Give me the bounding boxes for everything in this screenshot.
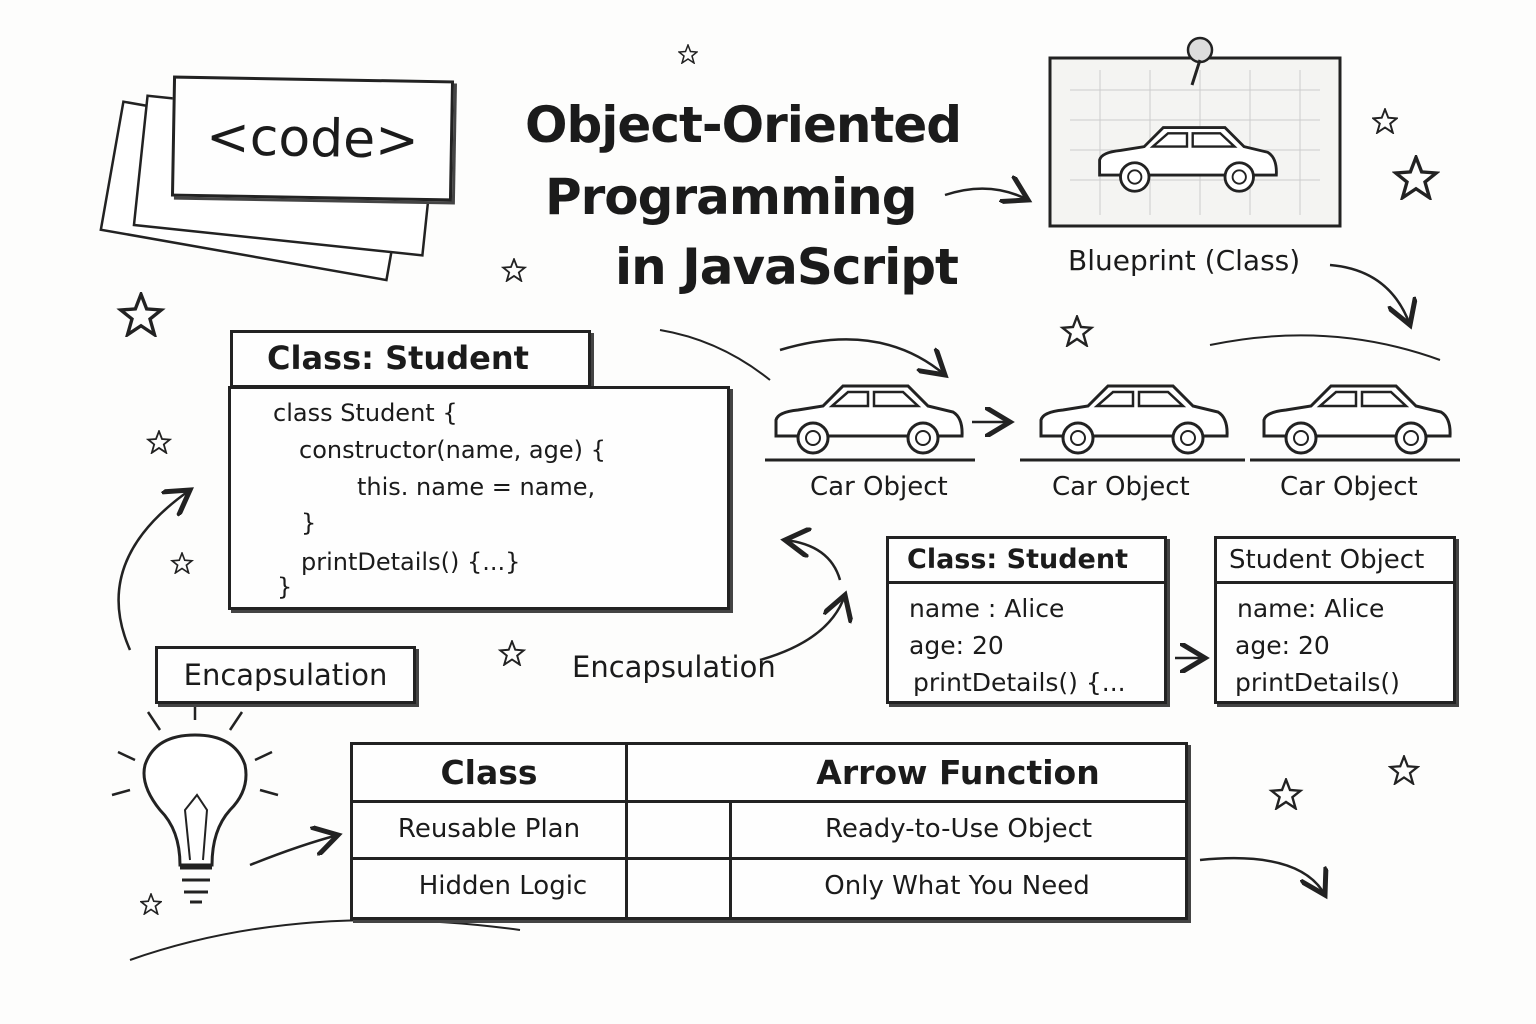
card-field: age: 20: [909, 631, 1004, 660]
card-header: Class: Student: [889, 539, 1164, 584]
card-field: age: 20: [1235, 631, 1330, 660]
code-line: }: [277, 573, 293, 601]
card-field: name: Alice: [1237, 594, 1385, 623]
encapsulation-text: Encapsulation: [572, 650, 776, 684]
car-object-label: Car Object: [810, 472, 948, 502]
class-code-header-label: Class: Student: [267, 339, 529, 377]
class-code-block: class Student { constructor(name, age) {…: [228, 386, 730, 610]
lightbulb-icon: [111, 700, 279, 904]
class-student-card: Class: Student name : Alice age: 20 prin…: [886, 536, 1167, 704]
comparison-table: Class Arrow Function Reusable Plan Ready…: [350, 742, 1188, 920]
table-cell: Only What You Need: [824, 870, 1090, 901]
table-cell: Hidden Logic: [418, 870, 588, 901]
table-cell: Ready-to-Use Object: [824, 813, 1093, 844]
page-title: Object-Oriented: [525, 96, 962, 154]
blueprint-icon: [1048, 36, 1342, 228]
code-card-label: <code>: [205, 106, 420, 171]
car-object-label: Car Object: [1052, 472, 1190, 502]
car-icon: [1039, 384, 1229, 455]
encapsulation-label: Encapsulation: [183, 658, 388, 692]
code-line: this. name = name,: [357, 473, 596, 501]
page-title-line-2: Programming: [545, 168, 918, 226]
car-icon: [774, 384, 964, 455]
card-header: Student Object: [1217, 539, 1453, 584]
class-code-header: Class: Student: [230, 330, 591, 388]
encapsulation-box: Encapsulation: [155, 646, 416, 704]
code-line: class Student {: [273, 399, 458, 427]
blueprint-label: Blueprint (Class): [1068, 244, 1301, 277]
student-object-card: Student Object name: Alice age: 20 print…: [1214, 536, 1456, 704]
car-icon: [1262, 384, 1452, 455]
page-title-line-3: in JavaScript: [615, 238, 959, 296]
card-field: printDetails() {...: [913, 668, 1126, 697]
table-cell: Reusable Plan: [397, 813, 581, 844]
code-line: constructor(name, age) {: [299, 436, 606, 464]
table-header-arrow-function: Arrow Function: [816, 753, 1100, 792]
code-card: <code>: [170, 75, 455, 202]
card-field: printDetails(): [1235, 668, 1400, 697]
title-line-1: Object-Oriented: [525, 96, 962, 154]
code-line: printDetails() {...}: [301, 548, 521, 576]
car-object-label: Car Object: [1280, 472, 1418, 502]
code-line: }: [301, 509, 317, 537]
table-header-class: Class: [440, 753, 538, 792]
card-field: name : Alice: [909, 594, 1065, 623]
